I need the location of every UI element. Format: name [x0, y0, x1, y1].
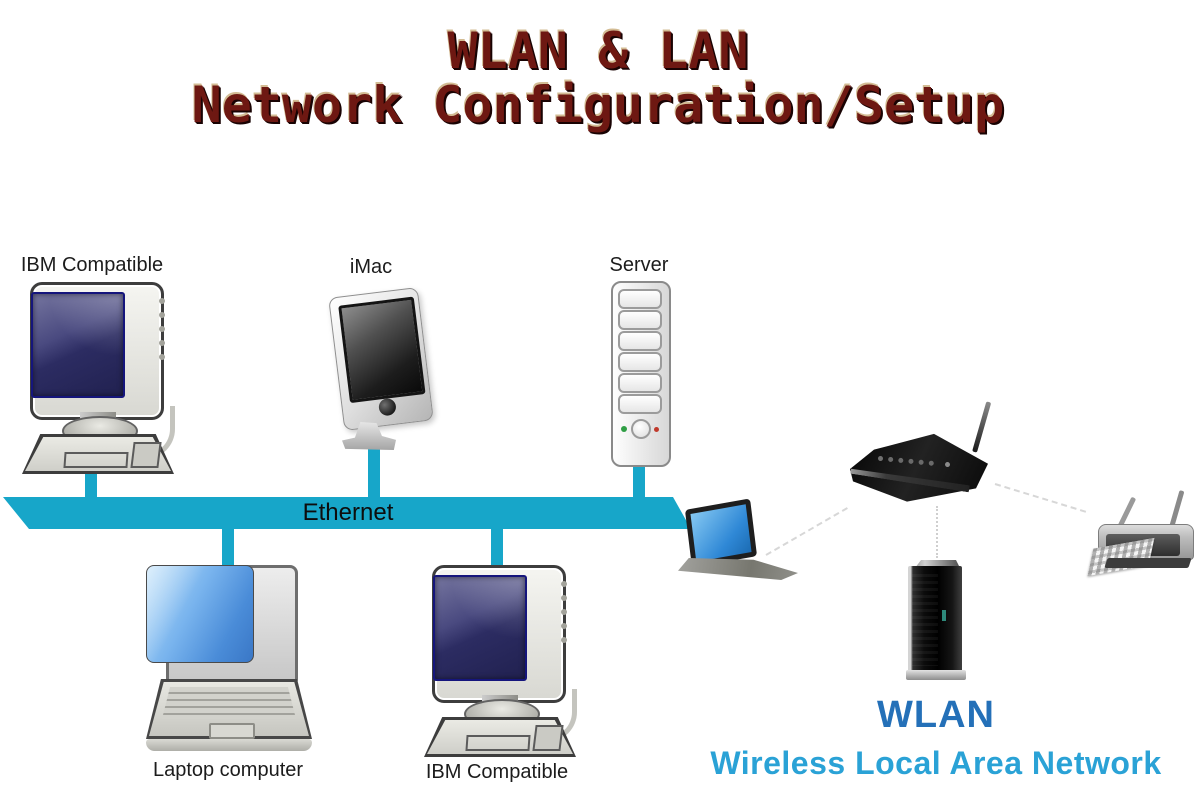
monitor-buttons — [159, 298, 165, 304]
server-red-led — [654, 427, 659, 432]
server-bay — [618, 373, 662, 393]
router-antenna — [972, 401, 992, 453]
page-title: WLAN & LAN Network Configuration/Setup — [0, 24, 1196, 132]
keyboard-numpad — [130, 442, 162, 468]
laptop-keyboard — [162, 687, 296, 719]
cable-laptop — [222, 522, 234, 570]
crt-screen — [31, 292, 125, 398]
desktop-computer-icon — [424, 565, 577, 757]
router-icon — [842, 398, 996, 508]
server-bay — [618, 310, 662, 330]
crt-screen — [433, 575, 527, 681]
tower-server-icon — [902, 560, 970, 688]
wlan-heading: WLAN — [877, 694, 995, 736]
server-green-led — [621, 426, 627, 432]
label-imac: iMac — [349, 256, 393, 278]
keyboard-spacebar — [465, 735, 531, 751]
printer-tray — [1104, 558, 1192, 568]
server-power-button — [631, 419, 651, 439]
monitor-buttons — [561, 581, 567, 587]
laptop-icon — [146, 565, 312, 757]
imac-icon — [314, 287, 434, 460]
label-server: Server — [609, 254, 669, 276]
wireless-link-router-printer — [994, 483, 1087, 513]
tower-body — [908, 566, 962, 672]
server-bay — [618, 352, 662, 372]
wlan-subheading: Wireless Local Area Network — [710, 745, 1162, 781]
keyboard-spacebar — [63, 452, 129, 468]
server-bay — [618, 289, 662, 309]
imac-screen — [338, 296, 426, 404]
imac-body — [328, 287, 434, 431]
ethernet-bus: Ethernet — [3, 497, 691, 529]
cable-imac — [368, 445, 380, 505]
laptop-front-edge — [146, 739, 312, 751]
page-title-line2: Network Configuration/Setup — [191, 76, 1005, 134]
cable-ibm-bottom — [491, 522, 503, 570]
keyboard-numpad — [532, 725, 564, 751]
server-bay — [618, 394, 662, 414]
label-ibm-compatible-bottom: IBM Compatible — [425, 761, 569, 783]
wireless-laptop-icon — [678, 498, 804, 584]
tower-base — [906, 670, 966, 680]
desktop-computer-icon — [22, 282, 175, 474]
page-title-line1: WLAN & LAN — [447, 22, 749, 80]
printer-icon — [1087, 488, 1196, 584]
ethernet-label: Ethernet — [302, 499, 394, 526]
wireless-laptop-base — [678, 558, 798, 580]
wireless-link-router-tower — [936, 506, 938, 558]
server-bay — [618, 331, 662, 351]
label-laptop-computer: Laptop computer — [152, 759, 304, 781]
cable-server — [633, 458, 645, 505]
laptop-touchpad — [209, 723, 255, 739]
wireless-laptop-screen — [690, 504, 752, 562]
laptop-screen — [146, 565, 254, 663]
server-tower-icon — [611, 281, 671, 467]
wlan-caption: WLAN Wireless Local Area Network — [683, 694, 1189, 782]
router-body — [850, 433, 988, 502]
imac-logo — [377, 397, 397, 417]
tower-led — [942, 610, 946, 621]
tower-vents — [912, 574, 938, 666]
label-ibm-compatible-top: IBM Compatible — [20, 254, 164, 276]
tower-top — [915, 560, 960, 568]
